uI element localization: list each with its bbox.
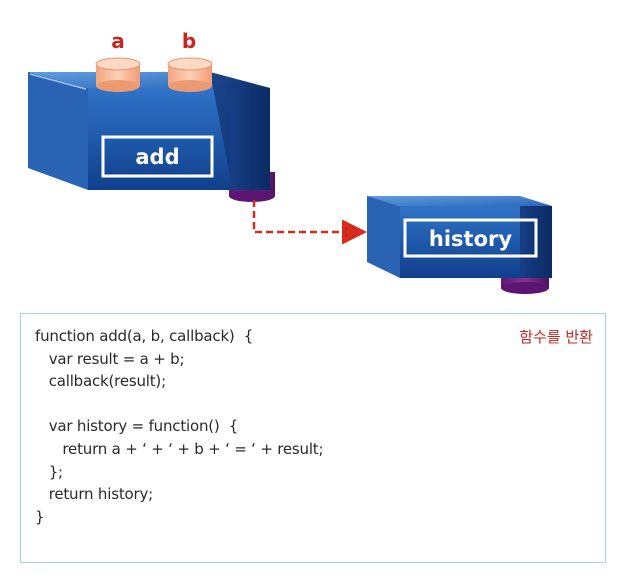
code-panel: 함수를 반환 function add(a, b, callback) { va… [20, 313, 606, 563]
code-line: return history; [35, 485, 153, 504]
diagram: a b add history [28, 29, 552, 294]
code-line [35, 393, 323, 416]
code-line: } [35, 507, 45, 526]
return-function-annotation: 함수를 반환 [519, 328, 593, 346]
param-a-cylinder [95, 57, 141, 92]
history-function-box: history [367, 196, 552, 278]
param-b-cylinder [167, 57, 213, 92]
code-listing: function add(a, b, callback) { var resul… [35, 325, 324, 528]
return-arrow [252, 200, 367, 245]
add-function-box: add [28, 72, 270, 190]
code-line: callback(result); [35, 372, 166, 391]
add-label: add [135, 145, 179, 169]
param-b-label: b [182, 29, 196, 53]
code-line: }; [35, 462, 63, 481]
history-label-frame [403, 218, 538, 258]
code-line: return a + ‘ + ‘ + b + ‘ = ‘ + result; [35, 439, 324, 458]
param-a-label: a [111, 29, 125, 53]
code-line: function add(a, b, callback) { [35, 327, 254, 345]
add-label-frame [101, 135, 214, 178]
history-label: history [429, 227, 512, 251]
code-line: var result = a + b; [35, 349, 185, 368]
code-line: var history = function() { [35, 417, 239, 436]
